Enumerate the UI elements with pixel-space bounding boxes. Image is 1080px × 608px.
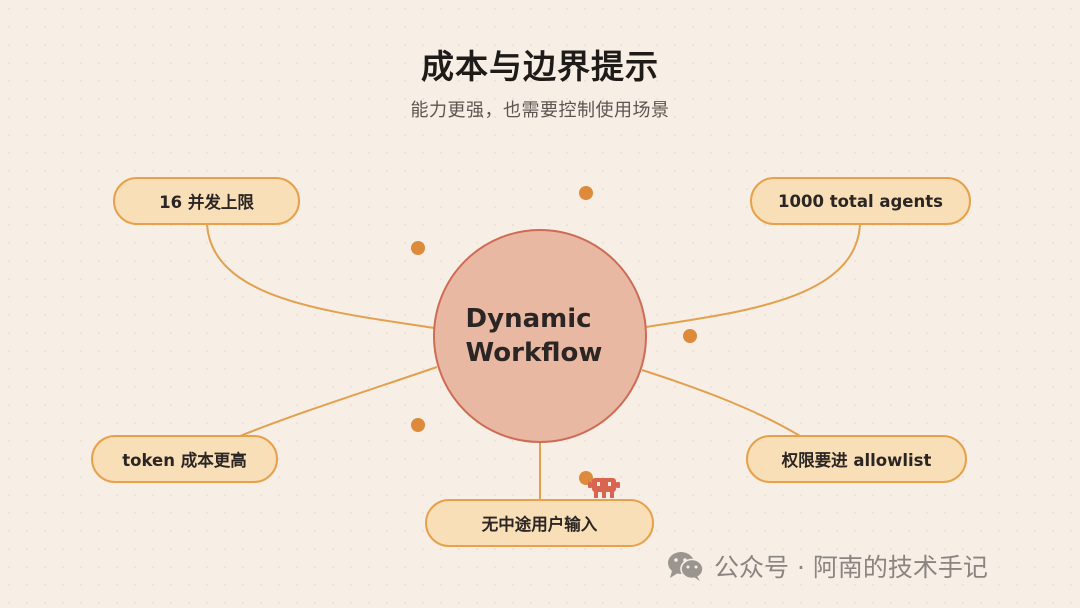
- robot-icon: [588, 478, 620, 498]
- node-total-agents: 1000 total agents: [750, 177, 971, 225]
- wechat-icon: [668, 552, 704, 581]
- decor-dot: [683, 329, 697, 343]
- page-subtitle: 能力更强，也需要控制使用场景: [410, 100, 670, 121]
- node-permissions: 权限要进 allowlist: [746, 435, 967, 483]
- watermark-text: 公众号 · 阿南的技术手记: [714, 553, 988, 582]
- node-label: 1000 total agents: [778, 191, 943, 211]
- node-label: token 成本更高: [122, 451, 247, 470]
- connector-token-cost: [239, 366, 438, 437]
- decor-dot: [411, 418, 425, 432]
- node-label: 权限要进 allowlist: [781, 451, 932, 470]
- node-concurrency-limit: 16 并发上限: [113, 177, 300, 225]
- hub-label: Dynamic Workflow: [465, 304, 603, 368]
- decor-dot: [579, 186, 593, 200]
- decor-dot: [411, 241, 425, 255]
- page-title: 成本与边界提示: [421, 47, 659, 86]
- connector-permissions: [641, 369, 801, 437]
- watermark: 公众号 · 阿南的技术手记: [666, 548, 988, 584]
- connector-total-agents: [645, 223, 861, 328]
- central-hub: Dynamic Workflow: [433, 229, 647, 443]
- decor-dot: [579, 471, 593, 485]
- node-no-user-input: 无中途用户输入: [425, 499, 654, 547]
- node-token-cost: token 成本更高: [91, 435, 278, 483]
- connector-concurrency-limit: [206, 223, 435, 329]
- node-label: 16 并发上限: [159, 193, 254, 212]
- node-label: 无中途用户输入: [481, 515, 598, 534]
